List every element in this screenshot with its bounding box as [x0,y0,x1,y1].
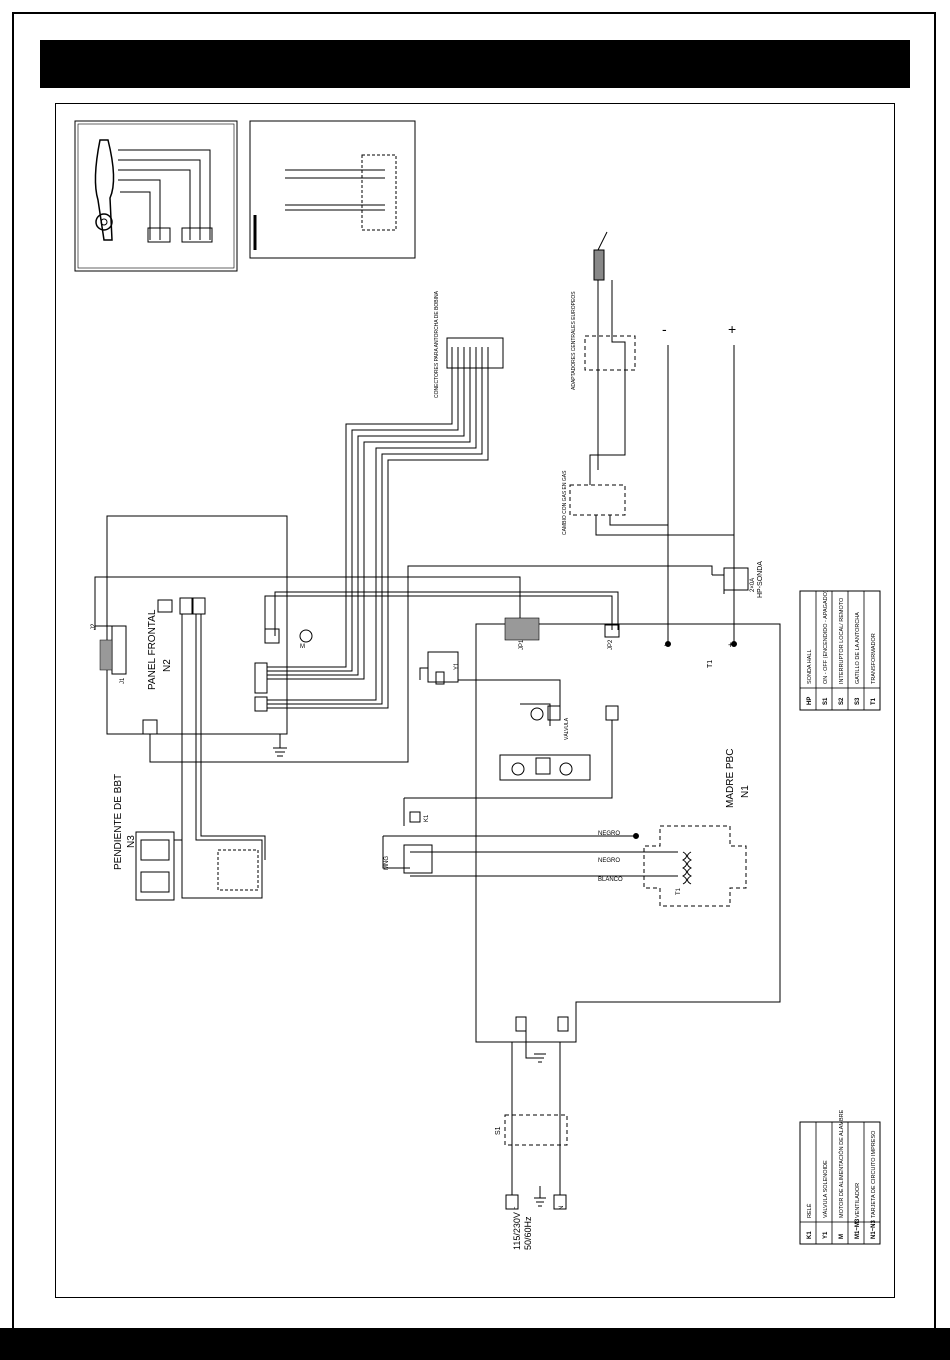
legend-right-desc: ON - OFF (ENCENDIDO - APAGADO) [823,590,829,684]
n1-label: N1 [740,785,751,798]
hp-sonda-label: HP-SONDA [757,561,764,598]
legend-left-rows: K1 RELÉ Y1 VÁLVULA SOLENOIDE M MOTOR DE ALIME… [800,1109,880,1244]
j1-label: J1 [120,677,126,684]
panel-frontal-box [106,515,288,735]
board-minus-label: - [664,640,667,650]
j1-connector [111,625,127,675]
fan-m2 [511,762,525,776]
legend-right-code: S3 [855,697,861,705]
panel-frontal-label: PANEL FRONTAL [147,609,158,690]
legend-right-desc: SONDA HALL [807,649,813,684]
hp-sonda-sensor [723,567,749,591]
legend-left-code: M1~M3 [855,1218,861,1239]
pendiente-box [135,831,175,901]
s1-switch [504,1114,568,1146]
madre-pbc-label: MADRE PBC [725,749,736,808]
page-frame [12,12,936,1342]
legend-left-desc: MOTOR DE ALIMENTACIÓN DE ALAMBRE [838,1109,845,1218]
t1-winding-label: T1 [676,887,682,895]
main-id-label: MNG [384,856,390,870]
fan-m1 [530,707,544,721]
jp2-label: JP2 [608,639,614,650]
jp1-header [504,617,540,641]
legend-left-desc: VÁLVULA SOLENOIDE [822,1160,829,1218]
hp-sonda-code: 2×0A [750,578,756,592]
fan-m3 [559,762,573,776]
legend-right-desc: GATILLO DE LA ANTORCHA [855,612,861,684]
legend-left-code: K1 [807,1231,813,1239]
y1-label: Y1 [454,662,460,670]
j2-label: J2 [91,623,97,630]
legend-right-code: S2 [839,697,845,705]
madre-pbc-outline [475,623,781,1043]
legend-table-right [799,590,881,711]
output-plus: + [728,321,736,337]
wire-blanco: BLANCO [598,877,623,883]
n3-label: N3 [126,835,137,848]
motor-m-symbol [299,629,313,643]
n2-label: N2 [162,659,173,672]
panel-harness-conn [254,662,268,694]
legend-left-desc: VENTILADOR [855,1183,861,1218]
supply-l-label: L [511,1206,517,1210]
t1-label: T1 [707,660,714,668]
inset-wiring-diagram [249,120,416,259]
legend-left-desc: TARJETA DE CIRCUITO IMPRESO [871,1130,877,1218]
m-label: M [300,644,305,650]
legend-right-desc: TRANSFORMADOR [871,633,877,684]
supply-frequency-label: 50/60Hz [523,1216,533,1250]
footer-band [0,1328,950,1360]
euro-adaptor-box [584,335,636,371]
legend-right-desc: INTERRUPTOR LOCAL/ REMOTO [839,597,845,684]
gas-change-caption: CAMBIO CON GAS EN GAS [562,470,568,535]
euro-adaptor-caption: ADAPTADORES CENTRALES EUROPEOS [571,291,577,390]
wire-negro-2: NEGRO [598,858,620,864]
legend-left-code: M [839,1234,845,1239]
legend-right-code: HP [807,697,813,705]
pendiente-label: PENDIENTE DE BBT [113,774,124,870]
transformer-t1 [643,825,747,907]
legend-right-code: S1 [823,697,829,705]
wire-negro-1: NEGRO [598,831,620,837]
s2-switch [217,849,259,891]
diagram-border [55,103,895,1298]
legend-left-code: N1~N3 [871,1219,877,1239]
legend-right-rows: HP SONDA HALL S1 ON - OFF (ENCENDIDO - APAG… [800,590,880,710]
legend-right-code: T1 [871,697,877,705]
board-plus-label: + [728,640,733,650]
legend-table-left [799,1121,881,1245]
legend-left-code: Y1 [823,1231,829,1239]
jp2-header [604,624,620,638]
inset-torch-diagram [74,120,238,272]
k1-label: K1 [424,814,430,822]
torch-plug-icon [593,249,605,281]
torch-connector-block [446,337,504,369]
output-minus: - [662,321,667,337]
valvula-label: VÁLVULA [563,717,570,740]
gas-change-box [569,484,626,516]
jp1-label: JP1 [519,639,525,650]
legend-left-desc: RELÉ [806,1203,813,1218]
s1-label: S1 [495,1126,502,1135]
supply-n-label: N [559,1206,565,1210]
header-band [40,40,910,88]
supply-voltage-label: 115/230V [512,1212,522,1250]
torch-connector-caption: CONECTORES PARA ANTORCHA DE BOBINA [434,290,440,398]
